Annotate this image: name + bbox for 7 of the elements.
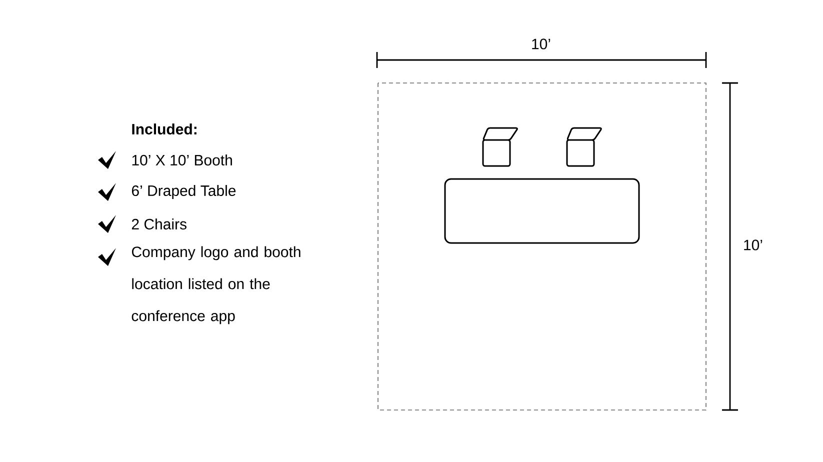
list-item: Company logo and booth location listed on the conference app bbox=[132, 246, 300, 324]
heading: Included: bbox=[132, 123, 196, 134]
list-item: 6’ Draped Table bbox=[132, 185, 236, 199]
list-item: 10’ X 10’ Booth bbox=[132, 154, 232, 166]
dimension-label: 10’ bbox=[532, 38, 550, 50]
dimension-label: 10’ bbox=[744, 240, 762, 250]
list-item: 2 Chairs bbox=[132, 218, 186, 230]
